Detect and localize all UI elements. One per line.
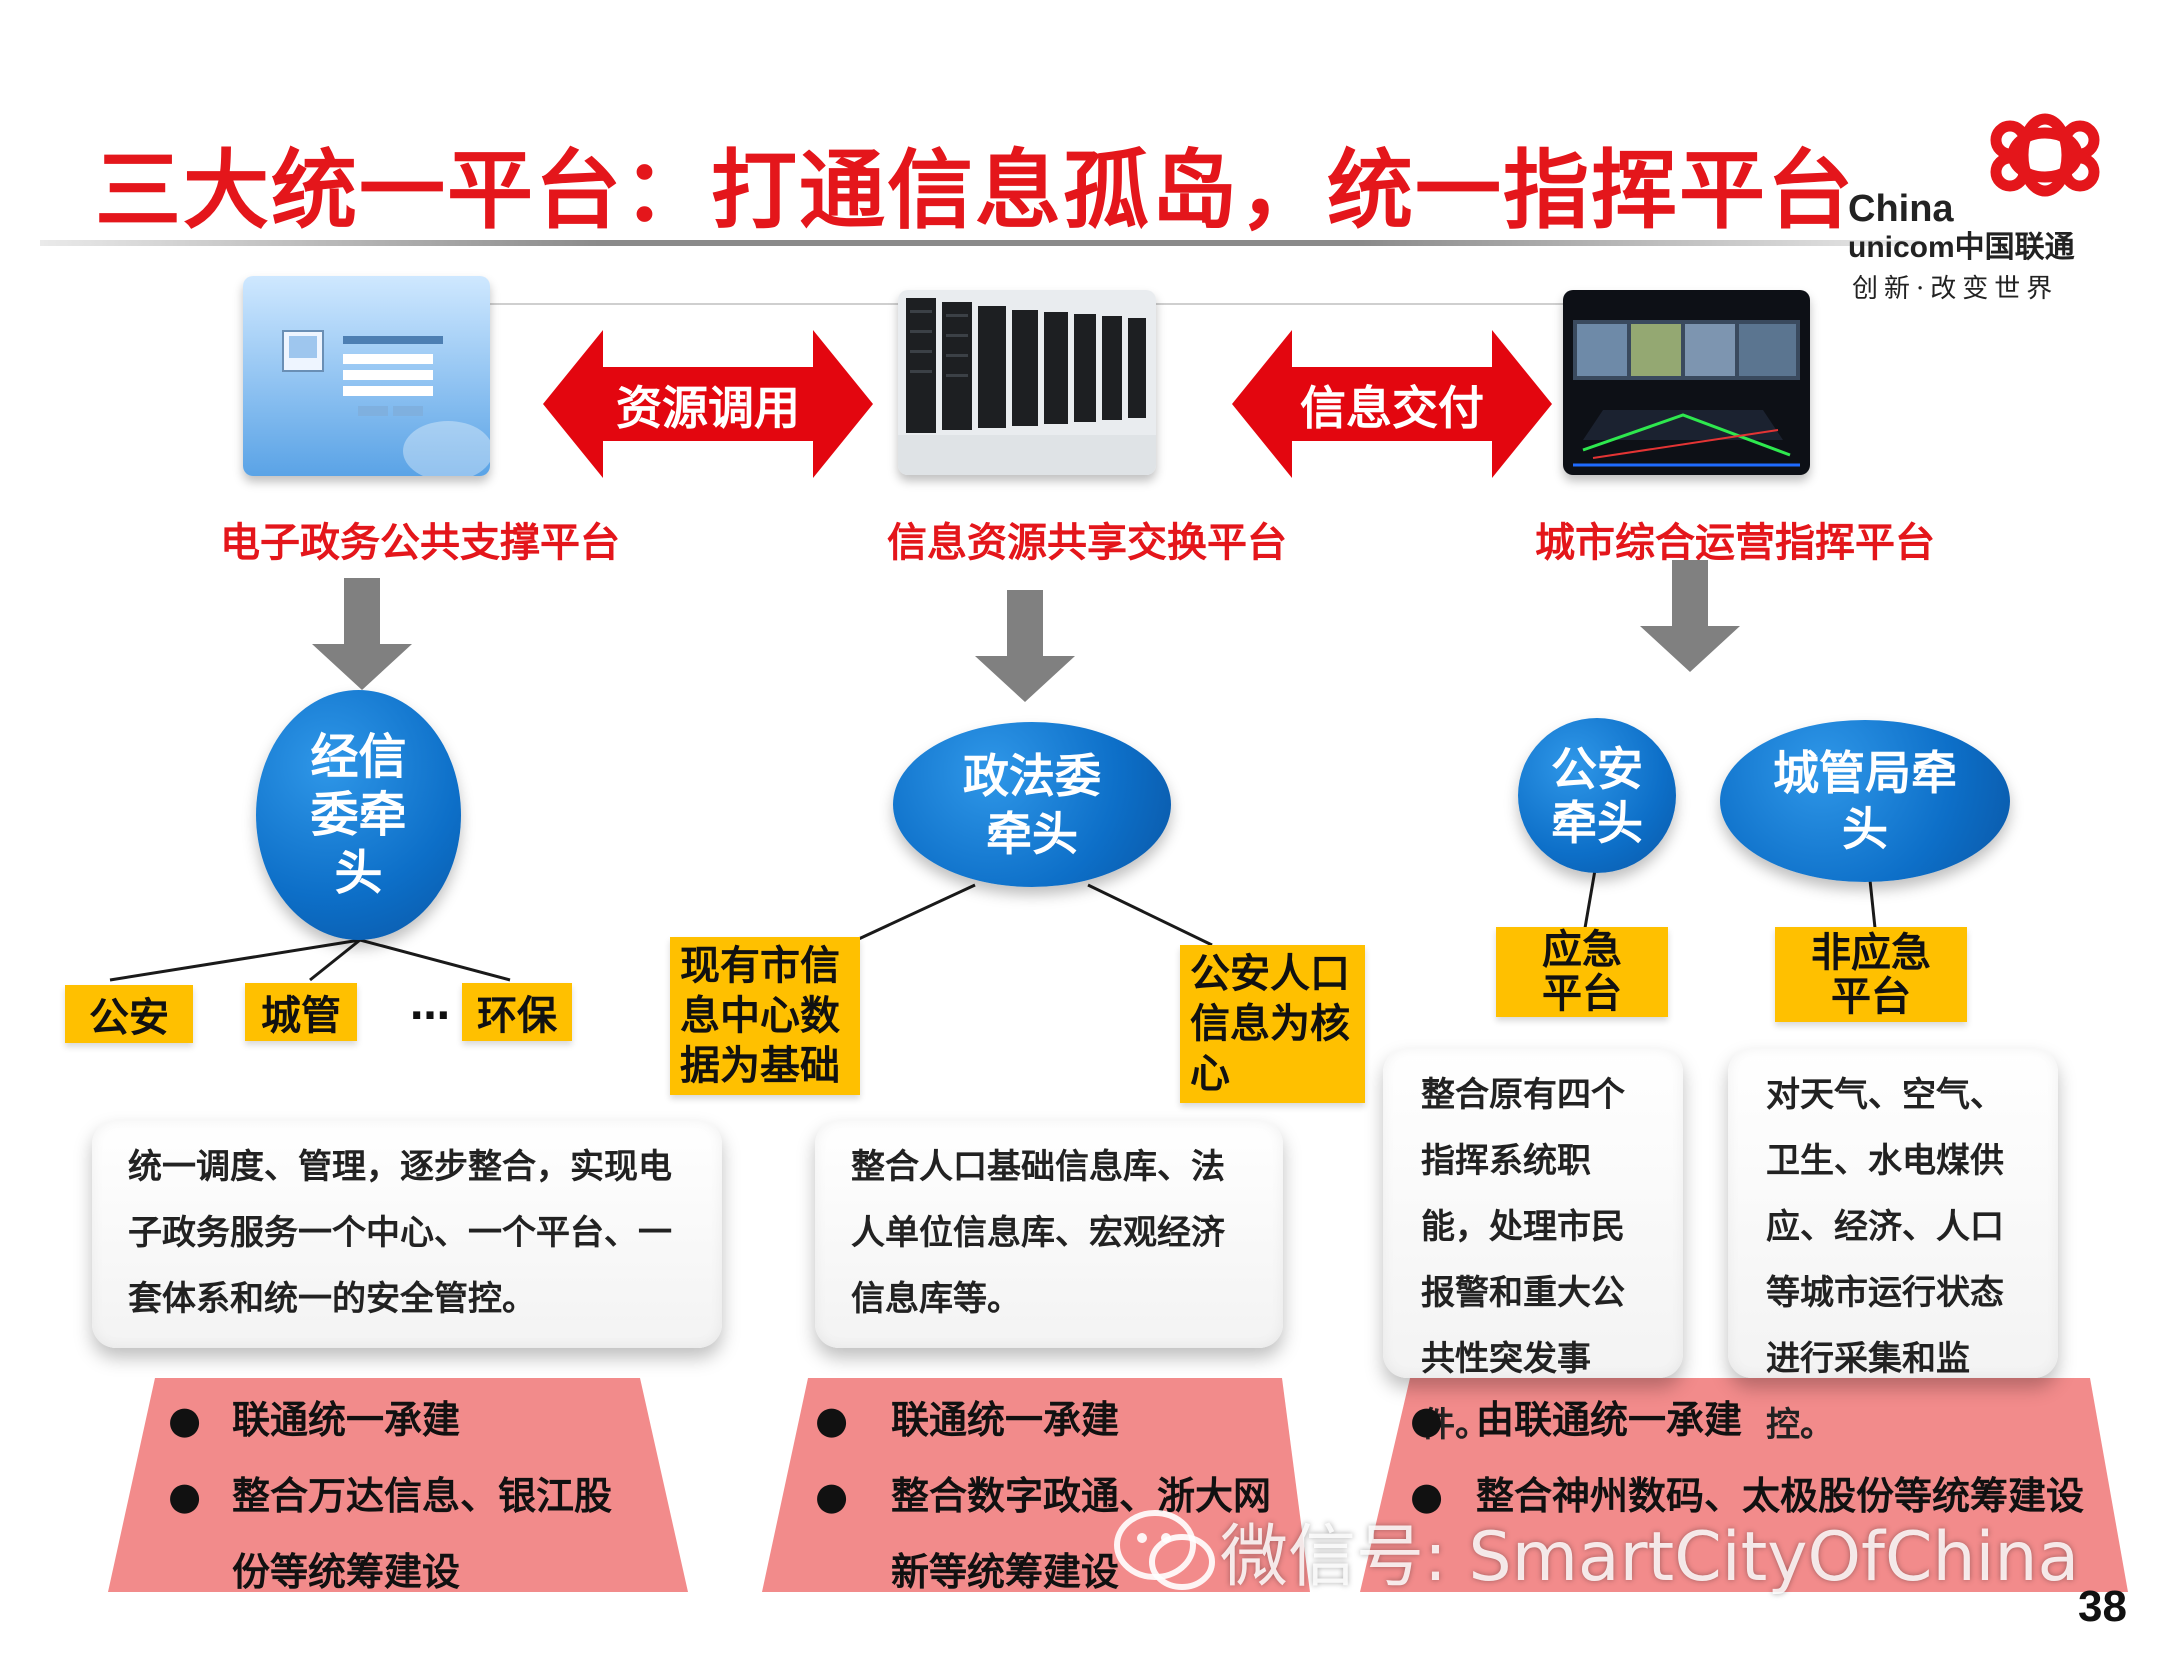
bullet-text: 联通统一承建	[232, 1382, 460, 1458]
bullet-item: ● 由联通统一承建	[1410, 1382, 2110, 1458]
watermark-text: 微信号: SmartCityOfChina	[1220, 1501, 2079, 1600]
card-emergency-desc: 整合原有四个指挥系统职能，处理市民报警和重大公共性突发事件。	[1383, 1048, 1683, 1378]
bullet-text: 由联通统一承建	[1476, 1382, 1742, 1458]
bullet-item: ●整合万达信息、银江股份等统筹建设	[168, 1458, 668, 1610]
card-exchange-desc: 整合人口基础信息库、法人单位信息库、宏观经济信息库等。	[815, 1120, 1283, 1348]
wechat-watermark: 微信号: SmartCityOfChina	[1110, 1500, 2110, 1600]
bullet-item: ● 联通统一承建	[168, 1382, 668, 1458]
bullet-dot-icon: ●	[815, 1458, 855, 1610]
bullet-dot-icon: ●	[168, 1458, 208, 1610]
bullet-dot-icon: ●	[815, 1382, 855, 1458]
page-number: 38	[2078, 1582, 2127, 1632]
card-egov-desc: 统一调度、管理，逐步整合，实现电子政务服务一个中心、一个平台、一套体系和统一的安…	[92, 1120, 722, 1348]
card-nonemergency-desc: 对天气、空气、卫生、水电煤供应、经济、人口等城市运行状态进行采集和监控。	[1728, 1048, 2058, 1378]
bullet-list-left: ●联通统一承建 ●整合万达信息、银江股份等统筹建设	[168, 1382, 668, 1610]
bullet-text: 整合万达信息、银江股份等统筹建设	[232, 1458, 632, 1610]
bullet-dot-icon: ●	[168, 1382, 208, 1458]
wechat-icon	[1110, 1500, 1220, 1600]
bullet-text: 联通统一承建	[891, 1382, 1119, 1458]
bullet-item: ● 联通统一承建	[815, 1382, 1295, 1458]
bullet-dot-icon: ●	[1410, 1382, 1450, 1458]
